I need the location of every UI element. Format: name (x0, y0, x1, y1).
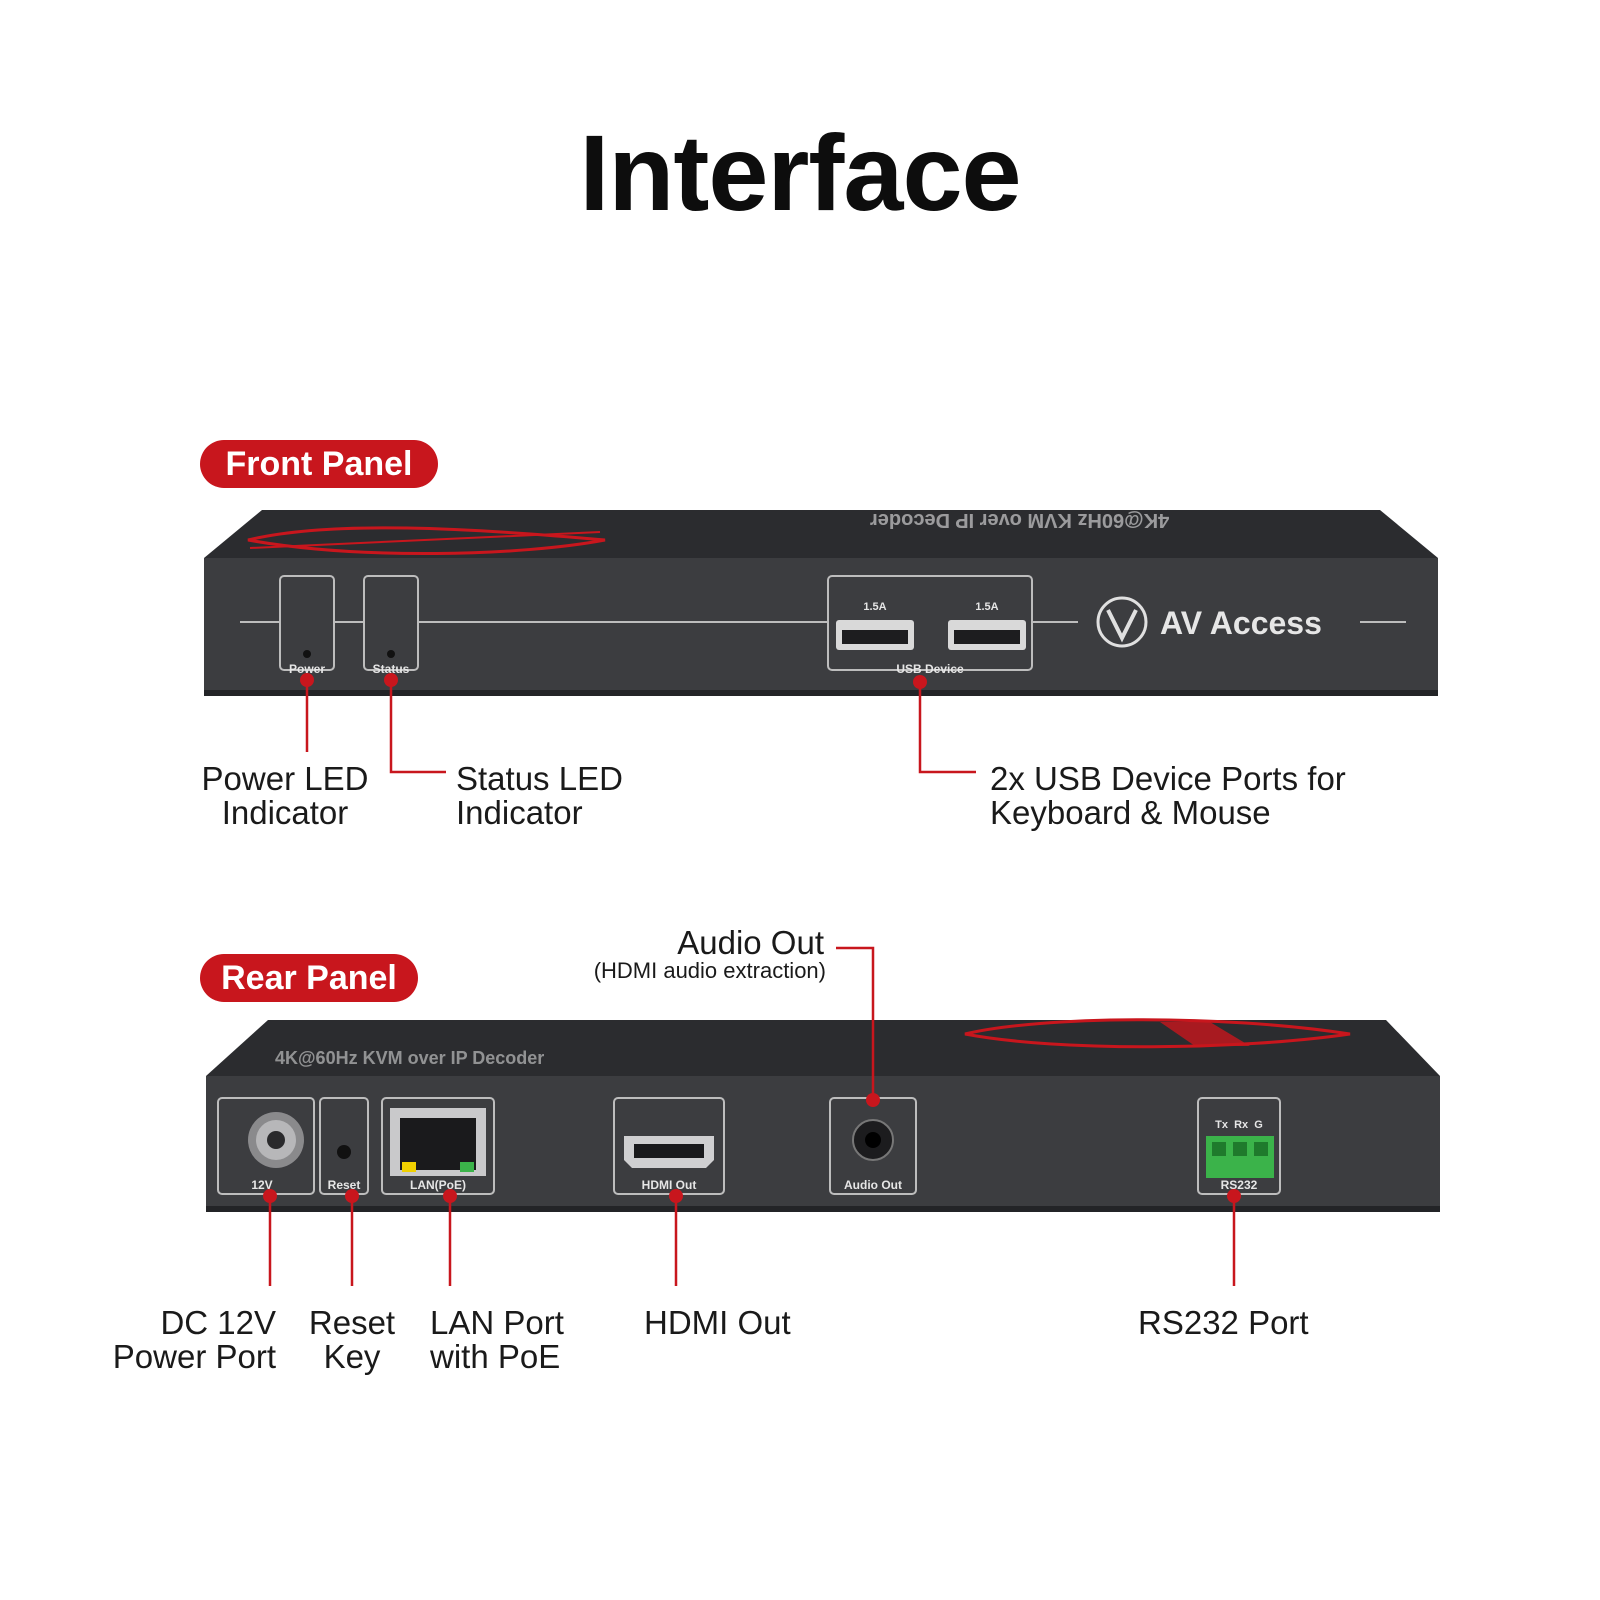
front-device-face (204, 558, 1438, 694)
rs232-callout: RS232 Port (1138, 1304, 1309, 1341)
lan-poe-callout: LAN Port with PoE (430, 1306, 564, 1374)
power-led-callout-line1: Power LED (201, 760, 369, 797)
usb-rating-1: 1.5A (863, 601, 886, 613)
audio-out-callout-line1: Audio Out (677, 924, 824, 961)
usb-ports-callout-line2: Keyboard & Mouse (990, 794, 1271, 831)
usb-rating-2: 1.5A (975, 601, 998, 613)
status-led-callout-line1: Status LED (456, 760, 623, 797)
rear-red-swoosh (964, 1018, 1351, 1049)
power-led-label: Power (289, 662, 325, 676)
page-title: Interface (579, 112, 1021, 233)
power-led-icon (303, 650, 311, 658)
reset-key-label: Reset (328, 1178, 361, 1192)
front-red-swoosh (247, 526, 606, 556)
reset-key-frame (319, 1097, 369, 1195)
av-access-logo-icon (1096, 596, 1148, 648)
hdmi-out-frame (613, 1097, 725, 1195)
status-led-label: Status (373, 662, 410, 676)
usb-ports-callout: 2x USB Device Ports for Keyboard & Mouse (990, 762, 1346, 830)
dc-power-callout: DC 12V Power Port (96, 1306, 276, 1374)
status-led-callout-line2: Indicator (456, 794, 583, 831)
usb-ports-callout-line1: 2x USB Device Ports for (990, 760, 1346, 797)
front-top-print: 4K@60Hz KVM over IP Decoder (870, 509, 1169, 531)
reset-key-callout-line2: Key (323, 1338, 381, 1375)
audio-out-callout-line2: (HDMI audio extraction) (593, 958, 826, 983)
hdmi-out-label: HDMI Out (642, 1178, 697, 1192)
reset-key-callout-line1: Reset (308, 1304, 396, 1341)
hdmi-out-callout: HDMI Out (644, 1304, 791, 1341)
rear-device-top (206, 1020, 1440, 1076)
dc-port-label: 12V (251, 1178, 272, 1192)
dc-power-callout-line1: DC 12V (160, 1304, 276, 1341)
front-panel-badge: Front Panel (200, 440, 438, 488)
power-led-callout: Power LED Indicator (196, 762, 374, 830)
power-led-frame (279, 575, 335, 671)
lan-poe-callout-line2: with PoE (430, 1338, 561, 1375)
status-led-callout: Status LED Indicator (456, 762, 623, 830)
brand-name: AV Access (1160, 605, 1322, 641)
reset-key-callout: Reset Key (300, 1306, 404, 1374)
rs232-pins-label: Tx Rx G (1215, 1119, 1263, 1131)
audio-out-label: Audio Out (844, 1178, 902, 1192)
rear-top-print: 4K@60Hz KVM over IP Decoder (275, 1048, 544, 1068)
status-led-frame (363, 575, 419, 671)
rear-panel-badge: Rear Panel (200, 954, 418, 1002)
dc-power-callout-line2: Power Port (112, 1338, 276, 1375)
usb-device-label: USB Device (896, 662, 964, 676)
power-led-callout-line2: Indicator (221, 794, 349, 831)
lan-poe-callout-line1: LAN Port (430, 1304, 564, 1341)
status-led-icon (387, 650, 395, 658)
front-device-top (204, 510, 1438, 558)
rs232-label: RS232 (1221, 1178, 1258, 1192)
reset-key-icon (337, 1145, 351, 1159)
lan-port-label: LAN(PoE) (410, 1178, 466, 1192)
lan-port-frame (381, 1097, 495, 1195)
usb-group-frame (827, 575, 1033, 671)
